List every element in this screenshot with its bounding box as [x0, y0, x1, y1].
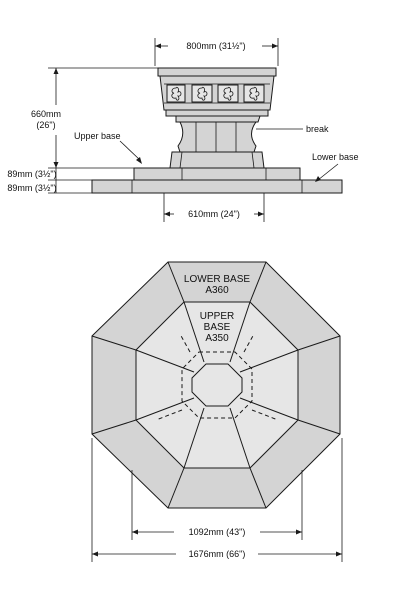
callout-break: break [256, 124, 329, 134]
dim-pedestal-width-label: 610mm (24") [188, 209, 240, 219]
lower-base-label-2: A360 [205, 285, 229, 296]
stem-footprint [191, 363, 243, 407]
label-upper-base: Upper base [74, 131, 121, 141]
font-stem [169, 115, 265, 169]
upper-base [133, 167, 301, 181]
dim-top-width: 800mm (31½") [154, 38, 279, 66]
upper-base-label-2: BASE [204, 322, 231, 333]
dim-top-width-label: 800mm (31½") [186, 41, 245, 51]
pedestal-outline-dashed [181, 351, 253, 419]
callout-lower-base: Lower base [312, 152, 359, 182]
label-lower-base: Lower base [312, 152, 359, 162]
dim-height-mm: 660mm [31, 109, 61, 119]
lower-base-label-1: LOWER BASE [184, 274, 250, 285]
dim-height-in: (26") [36, 120, 55, 130]
upper-base-label-3: A350 [205, 333, 229, 344]
dim-lower-base-thickness: 89mm (3½") [7, 183, 56, 193]
plan-view: LOWER BASE A360 UPPER BASE A350 1092mm (… [91, 261, 343, 562]
quatrefoil-panels [166, 84, 265, 103]
callout-upper-base: Upper base [74, 131, 142, 164]
dim-upper-base-width-label: 1092mm (43") [189, 527, 246, 537]
lower-base-joints [91, 261, 341, 509]
dim-height: 660mm (26") [31, 67, 158, 168]
dim-lower-base-width-label: 1676mm (66") [189, 549, 246, 559]
dim-base-thickness: 89mm (3½") 89mm (3½") [7, 167, 134, 194]
upper-base-label-1: UPPER [200, 311, 234, 322]
label-break: break [306, 124, 329, 134]
dim-upper-base-width: 1092mm (43") [131, 470, 303, 540]
bowl-rim [157, 67, 277, 77]
lower-base [91, 179, 343, 194]
dim-pedestal-width: 610mm (24") [163, 193, 265, 222]
elevation-view: 800mm (31½") 660mm (26") 89mm (3½") 89mm… [7, 38, 359, 222]
dim-upper-base-thickness: 89mm (3½") [7, 169, 56, 179]
dim-lower-base-width: 1676mm (66") [91, 438, 343, 562]
font-bowl [157, 67, 277, 117]
